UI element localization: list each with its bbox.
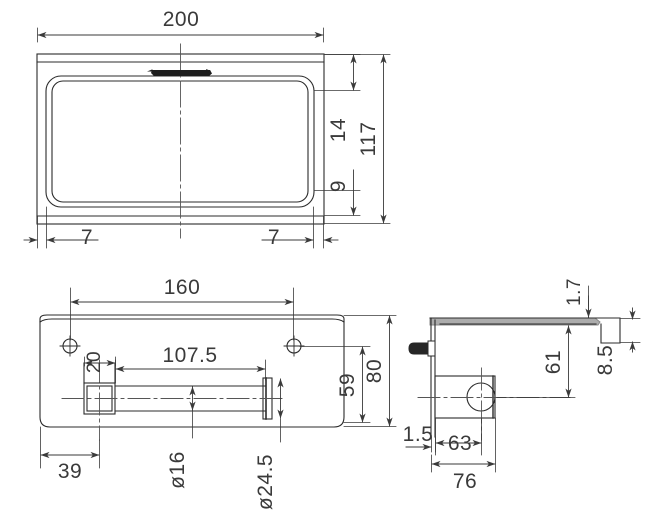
plan-view-plate-outline bbox=[39, 314, 345, 428]
dim-hole-spacing-160: 160 bbox=[70, 276, 294, 341]
dim-label-diam-24-5: ø24.5 bbox=[254, 454, 277, 510]
dim-end-flange-diameter-24-5: ø24.5 bbox=[254, 378, 284, 510]
dim-label-117: 117 bbox=[357, 122, 380, 157]
side-view-bar-body bbox=[434, 375, 496, 419]
side-view-rear-step bbox=[596, 317, 621, 344]
dim-overall-depth-76: 76 bbox=[431, 417, 496, 493]
dim-label-39: 39 bbox=[58, 460, 82, 483]
dim-label-107-5: 107.5 bbox=[162, 344, 217, 367]
plan-view-top-face-line bbox=[39, 318, 345, 323]
dim-bar-projection-63: 63 bbox=[435, 417, 482, 456]
dim-overall-width-200: 200 bbox=[37, 8, 324, 43]
dim-lower-offset-9: 9 bbox=[313, 169, 361, 216]
dim-label-9: 9 bbox=[327, 180, 350, 192]
dim-bar-length-107-5: 107.5 bbox=[115, 344, 266, 384]
dim-label-59: 59 bbox=[336, 373, 359, 397]
dim-label-7-left: 7 bbox=[81, 226, 93, 249]
dim-label-76: 76 bbox=[453, 470, 477, 493]
dim-label-1-7: 1.7 bbox=[564, 278, 585, 306]
dim-label-diam-16: ø16 bbox=[166, 451, 189, 489]
side-view-group bbox=[408, 317, 621, 441]
dim-label-160: 160 bbox=[164, 276, 201, 299]
dim-label-63: 63 bbox=[448, 432, 472, 455]
front-view-recess-inner bbox=[51, 80, 309, 203]
dim-label-7-right: 7 bbox=[268, 226, 280, 249]
dim-label-20: 20 bbox=[84, 351, 105, 373]
dim-hole-to-bar-centre-59: 59 bbox=[299, 346, 371, 423]
dim-block-width-20: 20 bbox=[84, 351, 116, 373]
front-view-recess-outer bbox=[45, 75, 315, 208]
plan-view-mounting-hole-left bbox=[59, 335, 81, 357]
dim-right-inset-7: 7 bbox=[261, 206, 339, 249]
dim-label-1-5: 1.5 bbox=[403, 423, 434, 446]
dim-left-edge-to-block-39: 39 bbox=[40, 426, 100, 483]
dim-rear-step-height-8-5: 8.5 bbox=[594, 307, 641, 376]
dim-left-inset-7: 7 bbox=[23, 206, 99, 249]
dim-label-80: 80 bbox=[363, 359, 386, 383]
dim-backplate-thickness-1-5: 1.5 bbox=[403, 423, 436, 453]
side-view-mounting-screw bbox=[408, 340, 436, 357]
dim-label-14: 14 bbox=[327, 118, 350, 142]
brand-logo-mark bbox=[147, 69, 212, 76]
dim-bar-diameter-16: ø16 bbox=[166, 386, 196, 489]
plan-view-mounting-hole-right bbox=[283, 335, 305, 357]
dim-label-61: 61 bbox=[542, 350, 565, 374]
dim-label-200: 200 bbox=[163, 8, 200, 31]
plan-view-group bbox=[39, 314, 345, 441]
dim-plate-to-bar-centre-61: 61 bbox=[496, 325, 576, 398]
side-view-bar-end-circle bbox=[466, 382, 496, 412]
dim-upper-offset-14: 14 bbox=[313, 54, 361, 142]
dim-top-lip-thickness-1-7: 1.7 bbox=[564, 278, 592, 318]
dim-label-8-5: 8.5 bbox=[594, 345, 617, 376]
dim-plate-depth-80: 80 bbox=[343, 315, 397, 427]
